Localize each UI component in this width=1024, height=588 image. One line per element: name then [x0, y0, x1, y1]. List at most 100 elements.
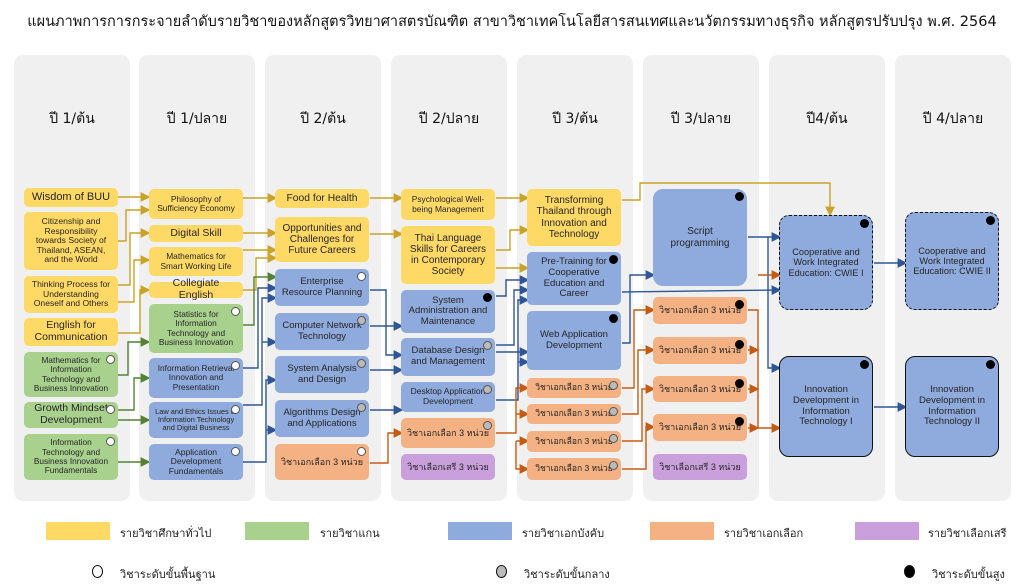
level-basic-icon [106, 437, 115, 446]
course-name: Algorithms Design and Applications [283, 406, 361, 429]
connector-arrow [496, 285, 530, 346]
course-box[interactable]: Philosophy of Sufficiency Economy [149, 189, 243, 219]
course-box[interactable]: Information Retrieval Innovation and Pre… [149, 358, 243, 398]
course-name: Information Retrieval Innovation and Pre… [157, 363, 235, 392]
connector-arrow [243, 375, 278, 463]
course-name: Script programming [670, 226, 730, 249]
course-box[interactable]: Collegiate English [149, 277, 243, 301]
course-box[interactable]: Thai Language Skills for Careers in Cont… [401, 226, 495, 284]
course-name: System Analysis and Design [287, 362, 357, 385]
course-box[interactable]: Food for Health [275, 189, 369, 208]
course-box[interactable]: Computer Network Technology [275, 313, 369, 350]
course-box[interactable]: วิชาเอกเลือก 3 หน่วย [653, 376, 747, 402]
level-basic-icon [231, 447, 240, 456]
level-mid-icon [483, 385, 492, 394]
course-box[interactable]: วิชาเอกเลือก 3 หน่วย [653, 414, 747, 441]
course-box[interactable]: Desktop Application Development [401, 382, 495, 412]
connector-arrow [515, 441, 530, 474]
course-name: Mathematics for Information Technology a… [33, 354, 109, 393]
course-box[interactable]: Web Application Development [527, 311, 621, 370]
connector-arrow [243, 253, 278, 291]
course-box[interactable]: Law and Ethics Issues of Information Tec… [149, 402, 243, 438]
course-name: Transforming Thailand through Innovation… [536, 195, 612, 240]
level-mid-icon [483, 421, 492, 430]
semester-heading: ปี 2/ปลาย [418, 111, 480, 127]
course-box[interactable]: วิชาเอกเลือก 3 หน่วย [527, 458, 621, 480]
legend-swatch-ele [650, 522, 714, 540]
course-box[interactable]: Mathematics for Smart Working Life [149, 247, 243, 276]
course-box[interactable]: Information Technology and Business Inno… [24, 434, 118, 480]
course-name: Web Application Development [540, 328, 608, 351]
course-name: System Administration and Maintenance [408, 294, 488, 327]
semester-heading: ปี 3/ปลาย [670, 111, 732, 127]
course-box[interactable]: Enterprise Resource Planning [275, 269, 369, 306]
level-mid-icon [357, 316, 366, 325]
legend-label: รายวิชาเอกบังคับ [522, 527, 605, 540]
connector-arrow [118, 285, 151, 334]
course-box[interactable]: Pre-Training for Cooperative Education a… [527, 252, 621, 305]
course-box[interactable]: Citizenship and Responsibility towards S… [24, 212, 118, 270]
course-box[interactable]: วิชาเอกเลือก 3 หน่วย [527, 431, 621, 452]
course-box[interactable]: Wisdom of BUU [24, 188, 118, 207]
course-box[interactable]: Mathematics for Information Technology a… [24, 352, 118, 397]
course-name: Information Technology and Business Inno… [33, 437, 109, 476]
level-adv-icon [609, 255, 618, 264]
level-mid-icon [483, 341, 492, 350]
course-box[interactable]: Innovation Development in Information Te… [905, 356, 999, 457]
connector-arrow [243, 293, 278, 406]
semester-heading: ปี4/ต้น [806, 111, 848, 127]
course-box[interactable]: System Administration and Maintenance [401, 290, 495, 333]
course-name: Desktop Application Development [410, 386, 486, 406]
legend-label: รายวิชาศึกษาทั่วไป [120, 527, 212, 540]
legend-swatch-core [245, 522, 309, 540]
course-name: Cooperative and Work Integrated Educatio… [913, 245, 991, 277]
course-box[interactable]: วิชาเอกเลือก 3 หน่วย [527, 404, 621, 424]
course-box[interactable]: Cooperative and Work Integrated Educatio… [779, 215, 873, 310]
course-box[interactable]: Opportunities and Challenges for Future … [275, 217, 369, 262]
level-adv-icon [986, 360, 995, 369]
course-box[interactable]: Growth Mindset Development [24, 402, 118, 428]
semester-heading: ปี 1/ปลาย [166, 111, 228, 127]
course-box[interactable]: วิชาเลือกเสรี 3 หน่วย [653, 454, 747, 480]
level-basic-icon [231, 361, 240, 370]
course-box[interactable]: วิชาเลือกเสรี 3 หน่วย [401, 454, 495, 480]
course-box[interactable]: Algorithms Design and Applications [275, 400, 369, 437]
course-box[interactable]: วิชาเอกเลือก 3 หน่วย [275, 444, 369, 480]
level-adv-icon [735, 192, 744, 201]
connector-arrow [118, 255, 151, 303]
course-box[interactable]: Script programming [653, 189, 747, 286]
course-box[interactable]: Transforming Thailand through Innovation… [527, 189, 621, 246]
course-box[interactable]: Digital Skill [149, 225, 243, 242]
level-basic-icon [106, 405, 115, 414]
course-box[interactable]: Thinking Process for Understanding Onese… [24, 276, 118, 313]
course-box[interactable]: Innovation Development in Information Te… [779, 356, 873, 457]
connector-arrow [118, 228, 151, 286]
connector-arrow [496, 275, 530, 297]
course-box[interactable]: English for Communication [24, 318, 118, 346]
connector-arrow [622, 384, 656, 442]
level-mid-icon [609, 407, 618, 416]
page-title: แผนภาพการการกระจายลำดับรายวิชาของหลักสูต… [27, 14, 997, 30]
level-mid-icon [609, 434, 618, 443]
course-box[interactable]: Database Design and Management [401, 338, 495, 376]
course-box[interactable]: วิชาเอกเลือก 3 หน่วย [653, 297, 747, 324]
course-name: Computer Network Technology [282, 319, 362, 342]
course-box[interactable]: Statistics for Information Technology an… [149, 304, 243, 353]
course-name: วิชาเอกเลือก 3 หน่วย [659, 345, 742, 356]
course-box[interactable]: วิชาเอกเลือก 3 หน่วย [527, 378, 621, 398]
course-box[interactable]: Cooperative and Work Integrated Educatio… [905, 212, 999, 310]
course-name: Thinking Process for Understanding Onese… [31, 279, 111, 309]
course-name: Statistics for Information Technology an… [158, 308, 234, 347]
course-box[interactable]: วิชาเอกเลือก 3 หน่วย [401, 418, 495, 448]
course-name: วิชาเอกเลือก 3 หน่วย [535, 463, 613, 474]
course-box[interactable]: วิชาเอกเลือก 3 หน่วย [653, 337, 747, 364]
legend-label: วิชาระดับขั้นพื้นฐาน [120, 568, 216, 581]
course-box[interactable]: Application Development Fundamentals [149, 444, 243, 480]
connector-arrow [243, 283, 278, 369]
legend-swatch-maj [448, 522, 512, 540]
course-name: Digital Skill [170, 226, 222, 239]
level-adv-icon [735, 379, 744, 388]
course-box[interactable]: Psychological Well-being Management [401, 189, 495, 220]
level-mid-icon [357, 403, 366, 412]
course-box[interactable]: System Analysis and Design [275, 356, 369, 393]
